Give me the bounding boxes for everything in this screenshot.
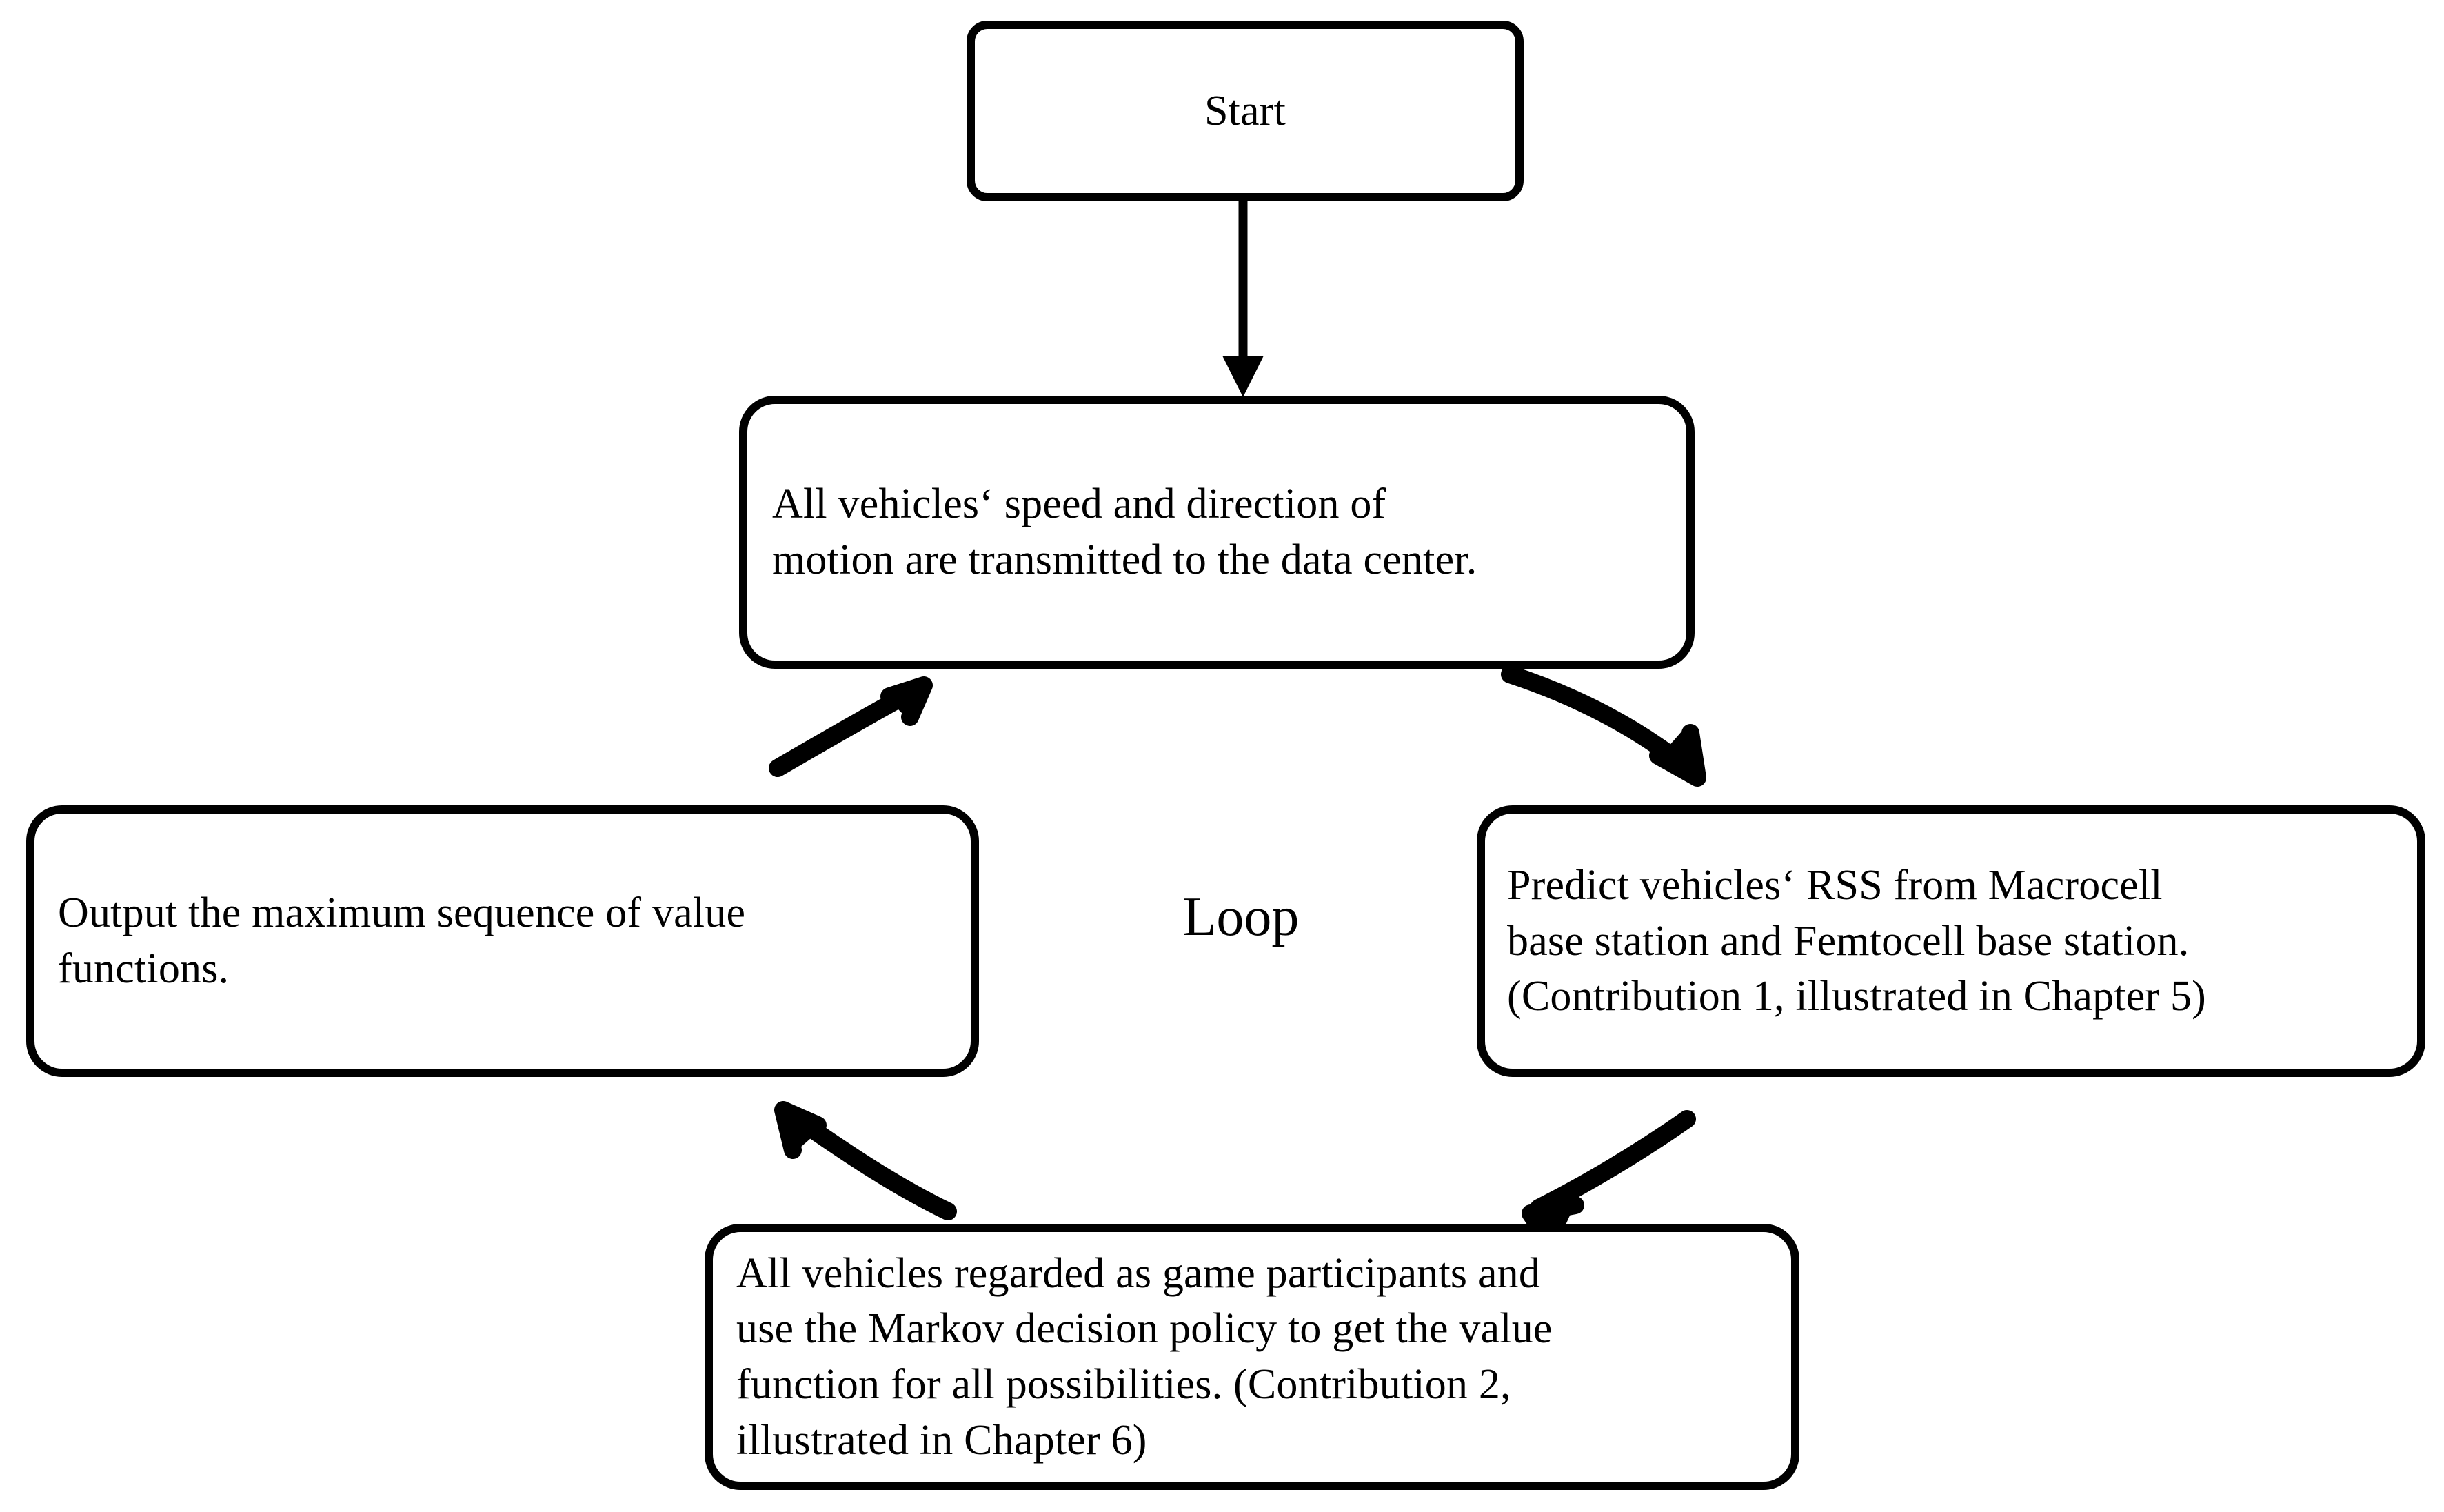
node-transmit-data-label: All vehicles‘ speed and direction of mot… xyxy=(772,481,1477,583)
edge-transmit-to-predict xyxy=(1501,665,1706,787)
node-start-label: Start xyxy=(1204,87,1286,134)
edge-markov-to-output xyxy=(774,1101,957,1220)
node-start[interactable]: Start xyxy=(967,21,1524,201)
edge-start-to-transmit xyxy=(1222,201,1264,397)
node-predict-rss[interactable]: Predict vehicles‘ RSS from Macrocell bas… xyxy=(1477,805,2425,1077)
node-transmit-data[interactable]: All vehicles‘ speed and direction of mot… xyxy=(739,396,1695,669)
loop-label: Loop xyxy=(1182,887,1300,947)
node-output-value-functions-label: Output the maximum sequence of value fun… xyxy=(58,889,746,992)
edge-output-to-transmit xyxy=(769,676,933,777)
node-output-value-functions[interactable]: Output the maximum sequence of value fun… xyxy=(26,805,979,1077)
node-predict-rss-label: Predict vehicles‘ RSS from Macrocell bas… xyxy=(1507,862,2207,1020)
node-markov-decision[interactable]: All vehicles regarded as game participan… xyxy=(705,1224,1799,1490)
node-markov-decision-label: All vehicles regarded as game participan… xyxy=(736,1249,1553,1464)
